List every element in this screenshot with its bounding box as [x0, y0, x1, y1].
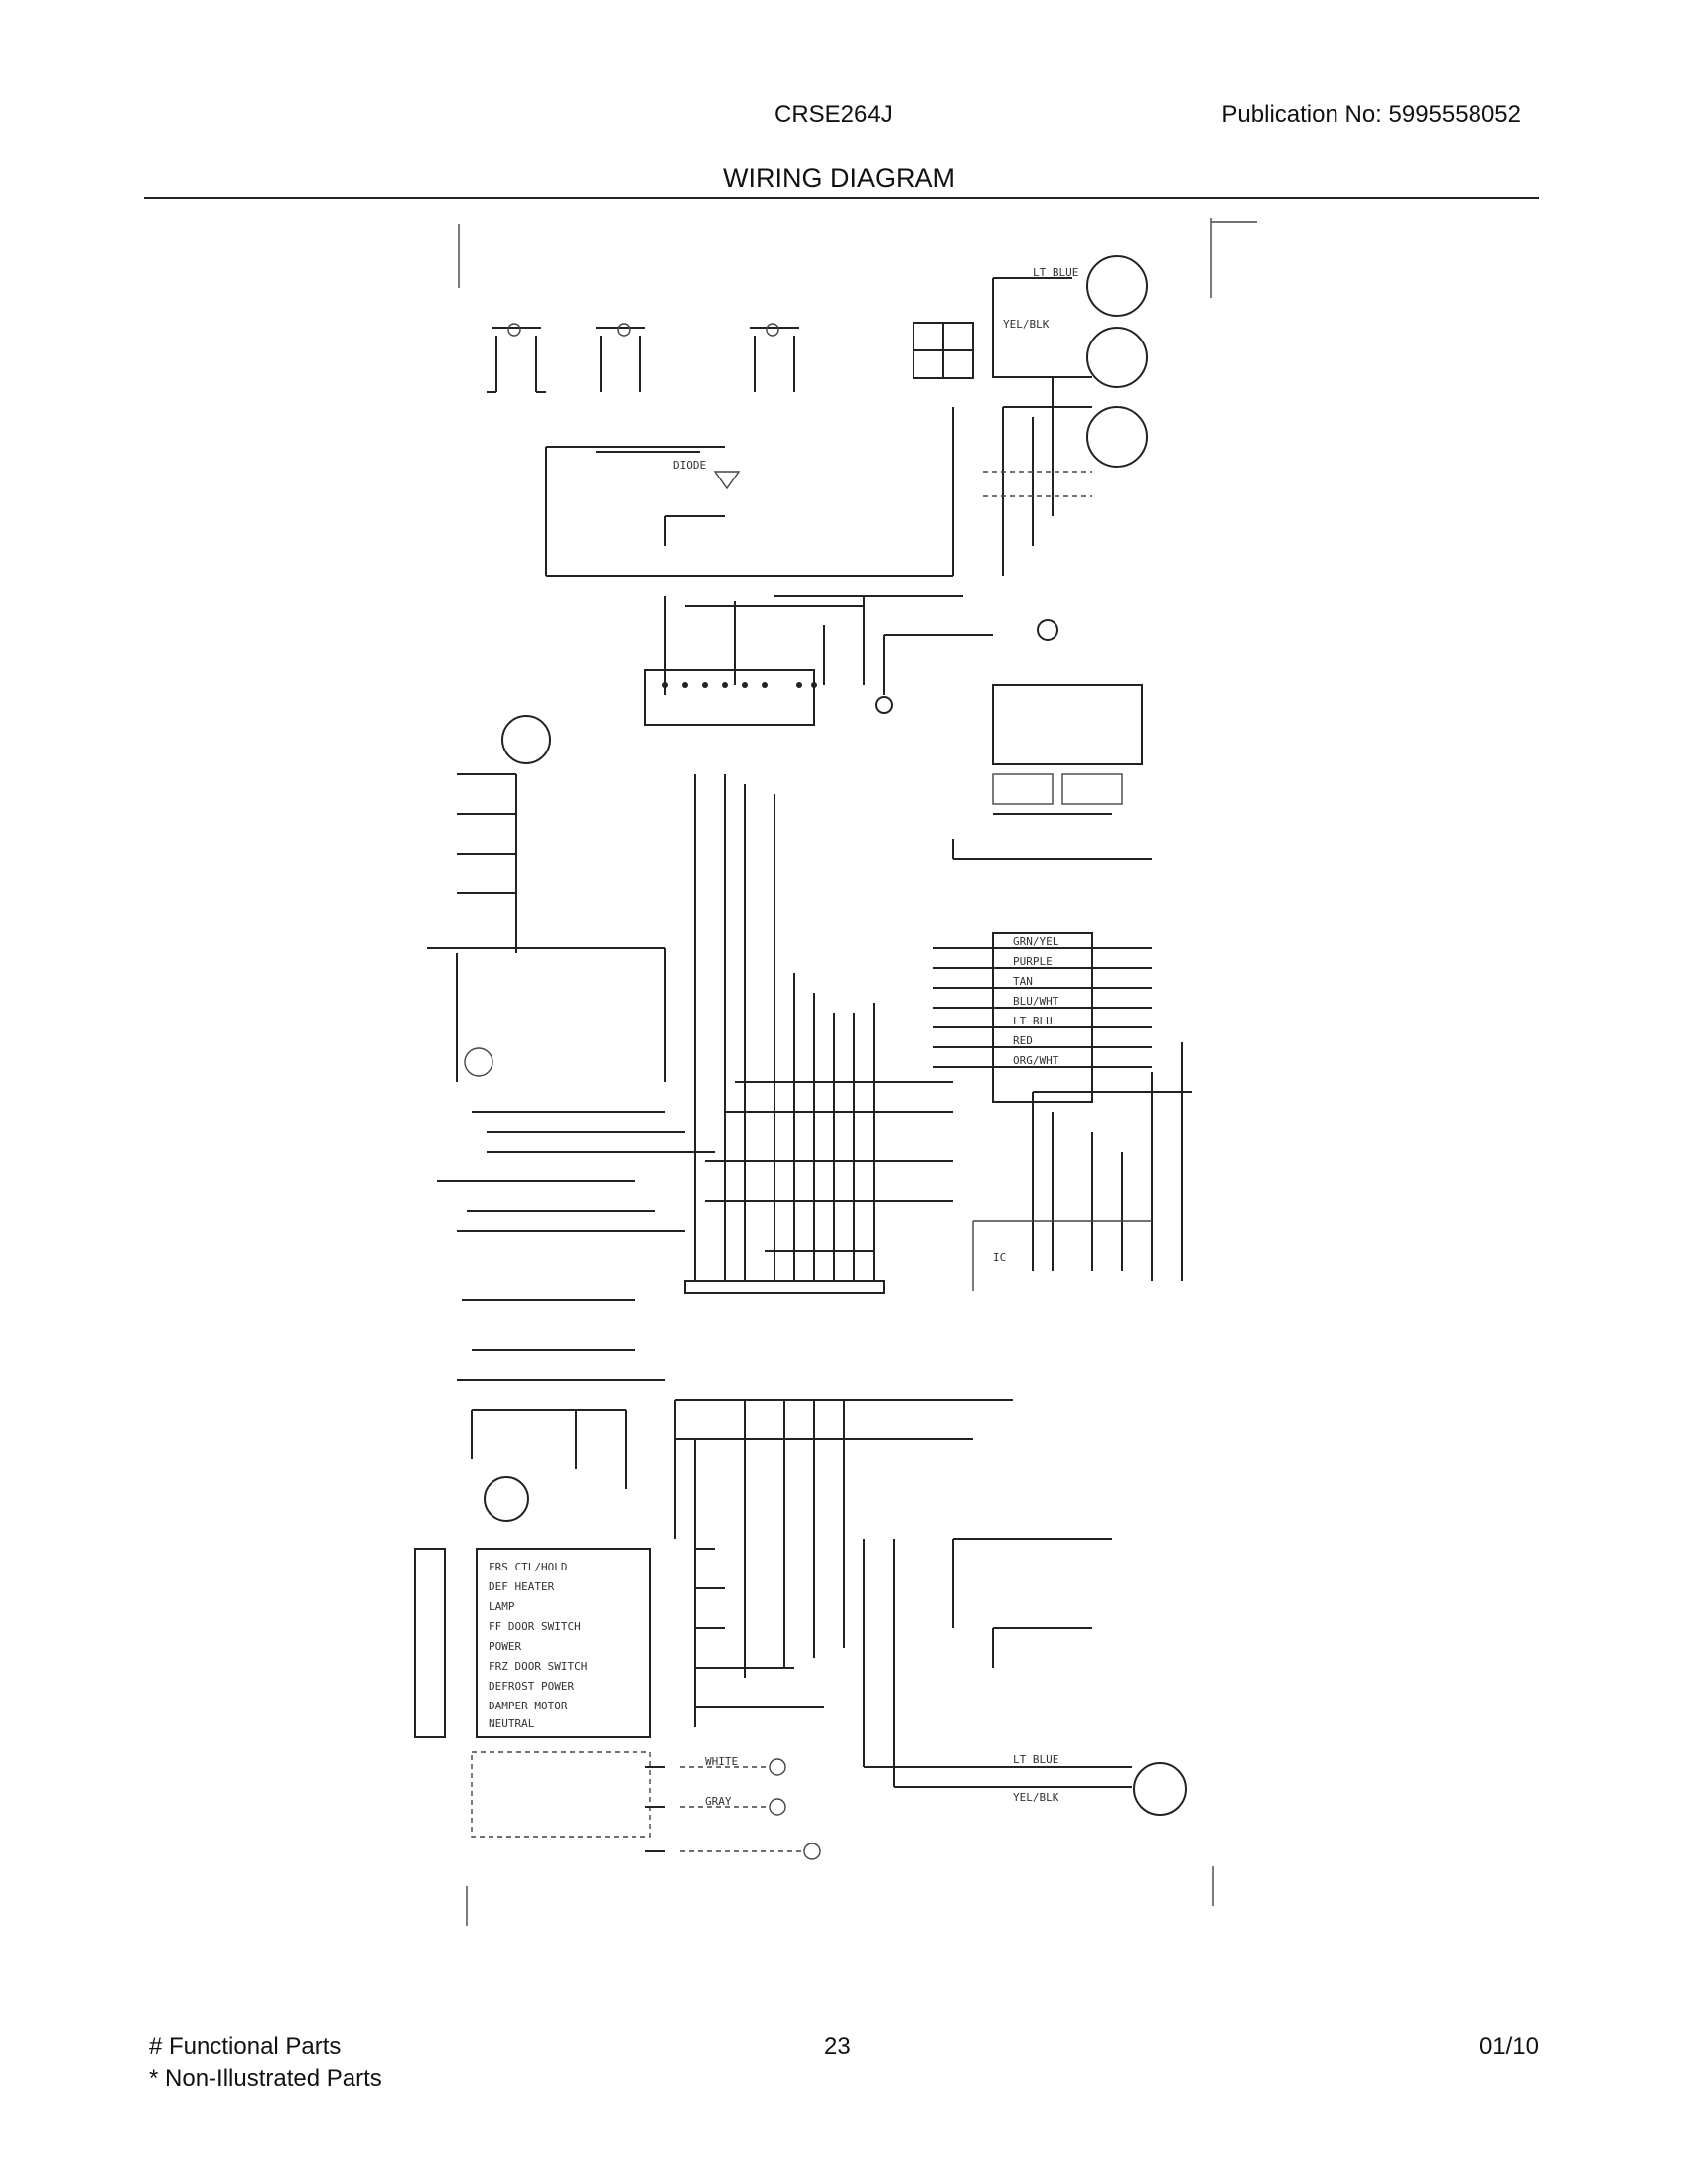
wire-label-yel-blk: YEL/BLK	[1003, 318, 1050, 331]
control-board-right	[952, 619, 1152, 860]
wiring-diagram-drawing: LT BLUE YEL/BLK DIODE	[414, 218, 1257, 1926]
bottom-connectors: WHITE GRAY	[645, 1755, 821, 1860]
lower-wire-yel-blk: YEL/BLK	[1013, 1791, 1059, 1804]
board-function-1: FRS CTL/HOLD	[489, 1561, 567, 1573]
connector-gray: GRAY	[705, 1795, 732, 1808]
vertical-buses	[684, 774, 953, 1294]
lower-right-ic-label: IC	[993, 1251, 1006, 1264]
harness-wire-3: TAN	[1013, 975, 1033, 988]
legend-non-illustrated-parts: * Non-Illustrated Parts	[149, 2065, 382, 2092]
lower-wire-lt-blue: LT BLUE	[1013, 1753, 1058, 1766]
harness-connector: GRN/YEL PURPLE TAN BLU/WHT LT BLU RED OR…	[933, 932, 1152, 1103]
right-lower-section: IC	[972, 1042, 1192, 1291]
harness-wire-7: ORG/WHT	[1013, 1054, 1059, 1067]
harness-wire-1: GRN/YEL	[1013, 935, 1059, 948]
header-divider	[144, 197, 1539, 199]
harness-wire-4: BLU/WHT	[1013, 995, 1059, 1008]
board-function-8: DAMPER MOTOR	[489, 1700, 568, 1712]
diode-group: DIODE	[545, 446, 953, 577]
board-function-2: DEF HEATER	[489, 1580, 555, 1593]
board-function-3: LAMP	[489, 1600, 515, 1613]
relay-block-bottom	[471, 1399, 1013, 1678]
board-function-7: DEFROST POWER	[489, 1680, 574, 1693]
page-number: 23	[824, 2033, 851, 2060]
board-function-6: FRZ DOOR SWITCH	[489, 1660, 587, 1673]
wire-label-lt-blue: LT BLUE	[1033, 266, 1078, 279]
top-coil-group	[487, 322, 974, 393]
terminal-block-main	[644, 595, 993, 726]
harness-wire-2: PURPLE	[1013, 955, 1053, 968]
functions-board: FRS CTL/HOLD DEF HEATER LAMP FF DOOR SWI…	[414, 1539, 824, 1838]
publication-number: Publication No: 5995558052	[1221, 101, 1521, 128]
connector-white: WHITE	[705, 1755, 738, 1768]
motor-group-top: LT BLUE YEL/BLK	[952, 255, 1148, 576]
frame-edges	[458, 218, 1257, 1926]
harness-wire-5: LT BLU	[1013, 1015, 1053, 1027]
legend-functional-parts: # Functional Parts	[149, 2033, 342, 2060]
left-components	[427, 715, 715, 1381]
model-number: CRSE264J	[774, 101, 893, 128]
board-function-9: NEUTRAL	[489, 1717, 535, 1730]
revision-date: 01/10	[1478, 2033, 1539, 2060]
bottom-motor-group: LT BLUE YEL/BLK	[863, 1538, 1187, 1816]
diode-label: DIODE	[673, 459, 706, 472]
board-function-4: FF DOOR SWITCH	[489, 1620, 581, 1633]
wiring-diagram: LT BLUE YEL/BLK DIODE	[397, 218, 1291, 1926]
board-function-5: POWER	[489, 1640, 521, 1653]
harness-wire-6: RED	[1013, 1034, 1033, 1047]
page-title: WIRING DIAGRAM	[723, 163, 955, 193]
